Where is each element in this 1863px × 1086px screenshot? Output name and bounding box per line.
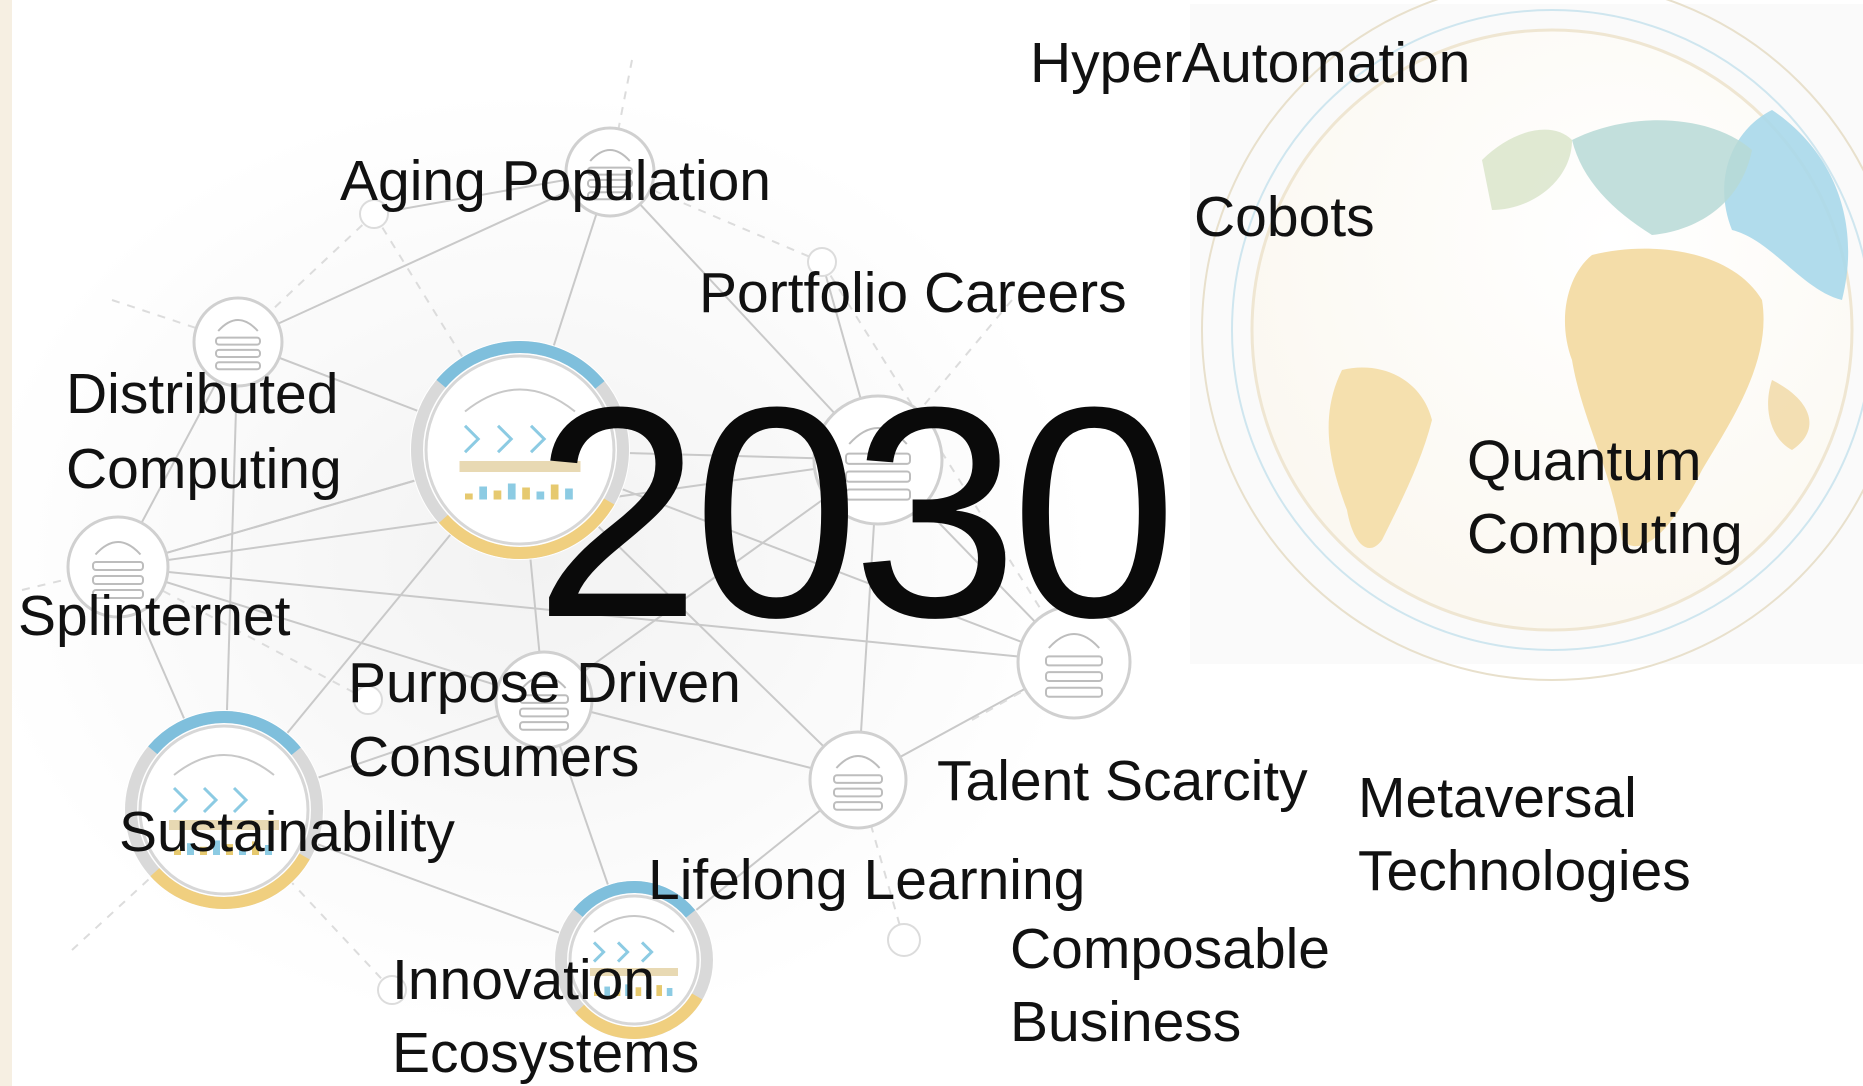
hub-node-icon [410,340,630,560]
label-portfolio-careers: Portfolio Careers [699,261,1127,325]
globe-land-europe [1572,120,1752,235]
label-aging-population: Aging Population [340,149,772,213]
label-sustainability: Sustainability [119,800,455,864]
label-splinternet: Splinternet [18,584,291,648]
network-edge [609,171,879,461]
network-edge [117,566,545,701]
network-edge [543,459,879,701]
label-hyperautomation: HyperAutomation [1030,31,1471,95]
label-quantum-computing-line2: Computing [1467,502,1743,566]
diagram-canvas: HyperAutomation Aging Population Cobots … [12,0,1863,1086]
globe-land-africa [1564,248,1764,547]
network-dot [807,247,837,277]
network-dot [359,199,389,229]
network-background [12,0,1863,1040]
label-innovation-ecosystems-line2: Ecosystems [392,1021,700,1085]
globe-land-madagascar [1768,380,1810,450]
network-dashed-edge [71,809,225,951]
network-dot [377,975,407,1005]
network-dashed-edge [111,299,239,343]
label-metaversal-technologies-line2: Technologies [1358,839,1691,903]
globe-land-asia [1724,110,1849,300]
network-node-icon [1016,604,1132,720]
network-node-icon [808,730,908,830]
label-composable-business-line1: Composable [1010,917,1331,981]
network-node-icon [494,650,594,750]
globe-orbit-ring [1201,0,1863,681]
label-talent-scarcity: Talent Scarcity [937,749,1308,813]
network-edge [543,699,859,781]
network-node-icon [192,296,284,388]
network-node-icon [66,515,170,619]
hub-node-icon [554,880,714,1040]
network-dashed-edge [609,59,633,173]
globe-land-north-atlantic [1482,129,1572,210]
label-composable-business-line2: Business [1010,990,1242,1054]
label-innovation-ecosystems-line1: Innovation [392,948,656,1012]
network-nodes [66,126,1132,1040]
globe-land-south-america [1328,367,1432,549]
label-distributed-computing-line1: Distributed [66,362,339,426]
network-dashed-edge [857,779,905,941]
network-dashed-edge [877,299,1013,461]
network-dot [887,923,921,957]
network-dot [353,685,383,715]
label-quantum-computing-line1: Quantum [1467,429,1702,493]
network-node-icon [812,394,944,526]
network-edge [117,566,1075,663]
year-2030: 2030 [534,344,1177,680]
network-node-icon [564,126,656,218]
hub-node-icon [124,710,324,910]
label-distributed-computing-line2: Computing [66,437,342,501]
label-lifelong-learning: Lifelong Learning [648,848,1086,912]
globe-orbit-ring [1231,9,1863,651]
label-purpose-driven-consumers-line1: Purpose Driven [348,651,741,715]
label-metaversal-technologies-line1: Metaversal [1358,766,1637,830]
label-cobots: Cobots [1194,185,1375,249]
network-edge [237,171,611,343]
label-purpose-driven-consumers-line2: Consumers [348,725,640,789]
